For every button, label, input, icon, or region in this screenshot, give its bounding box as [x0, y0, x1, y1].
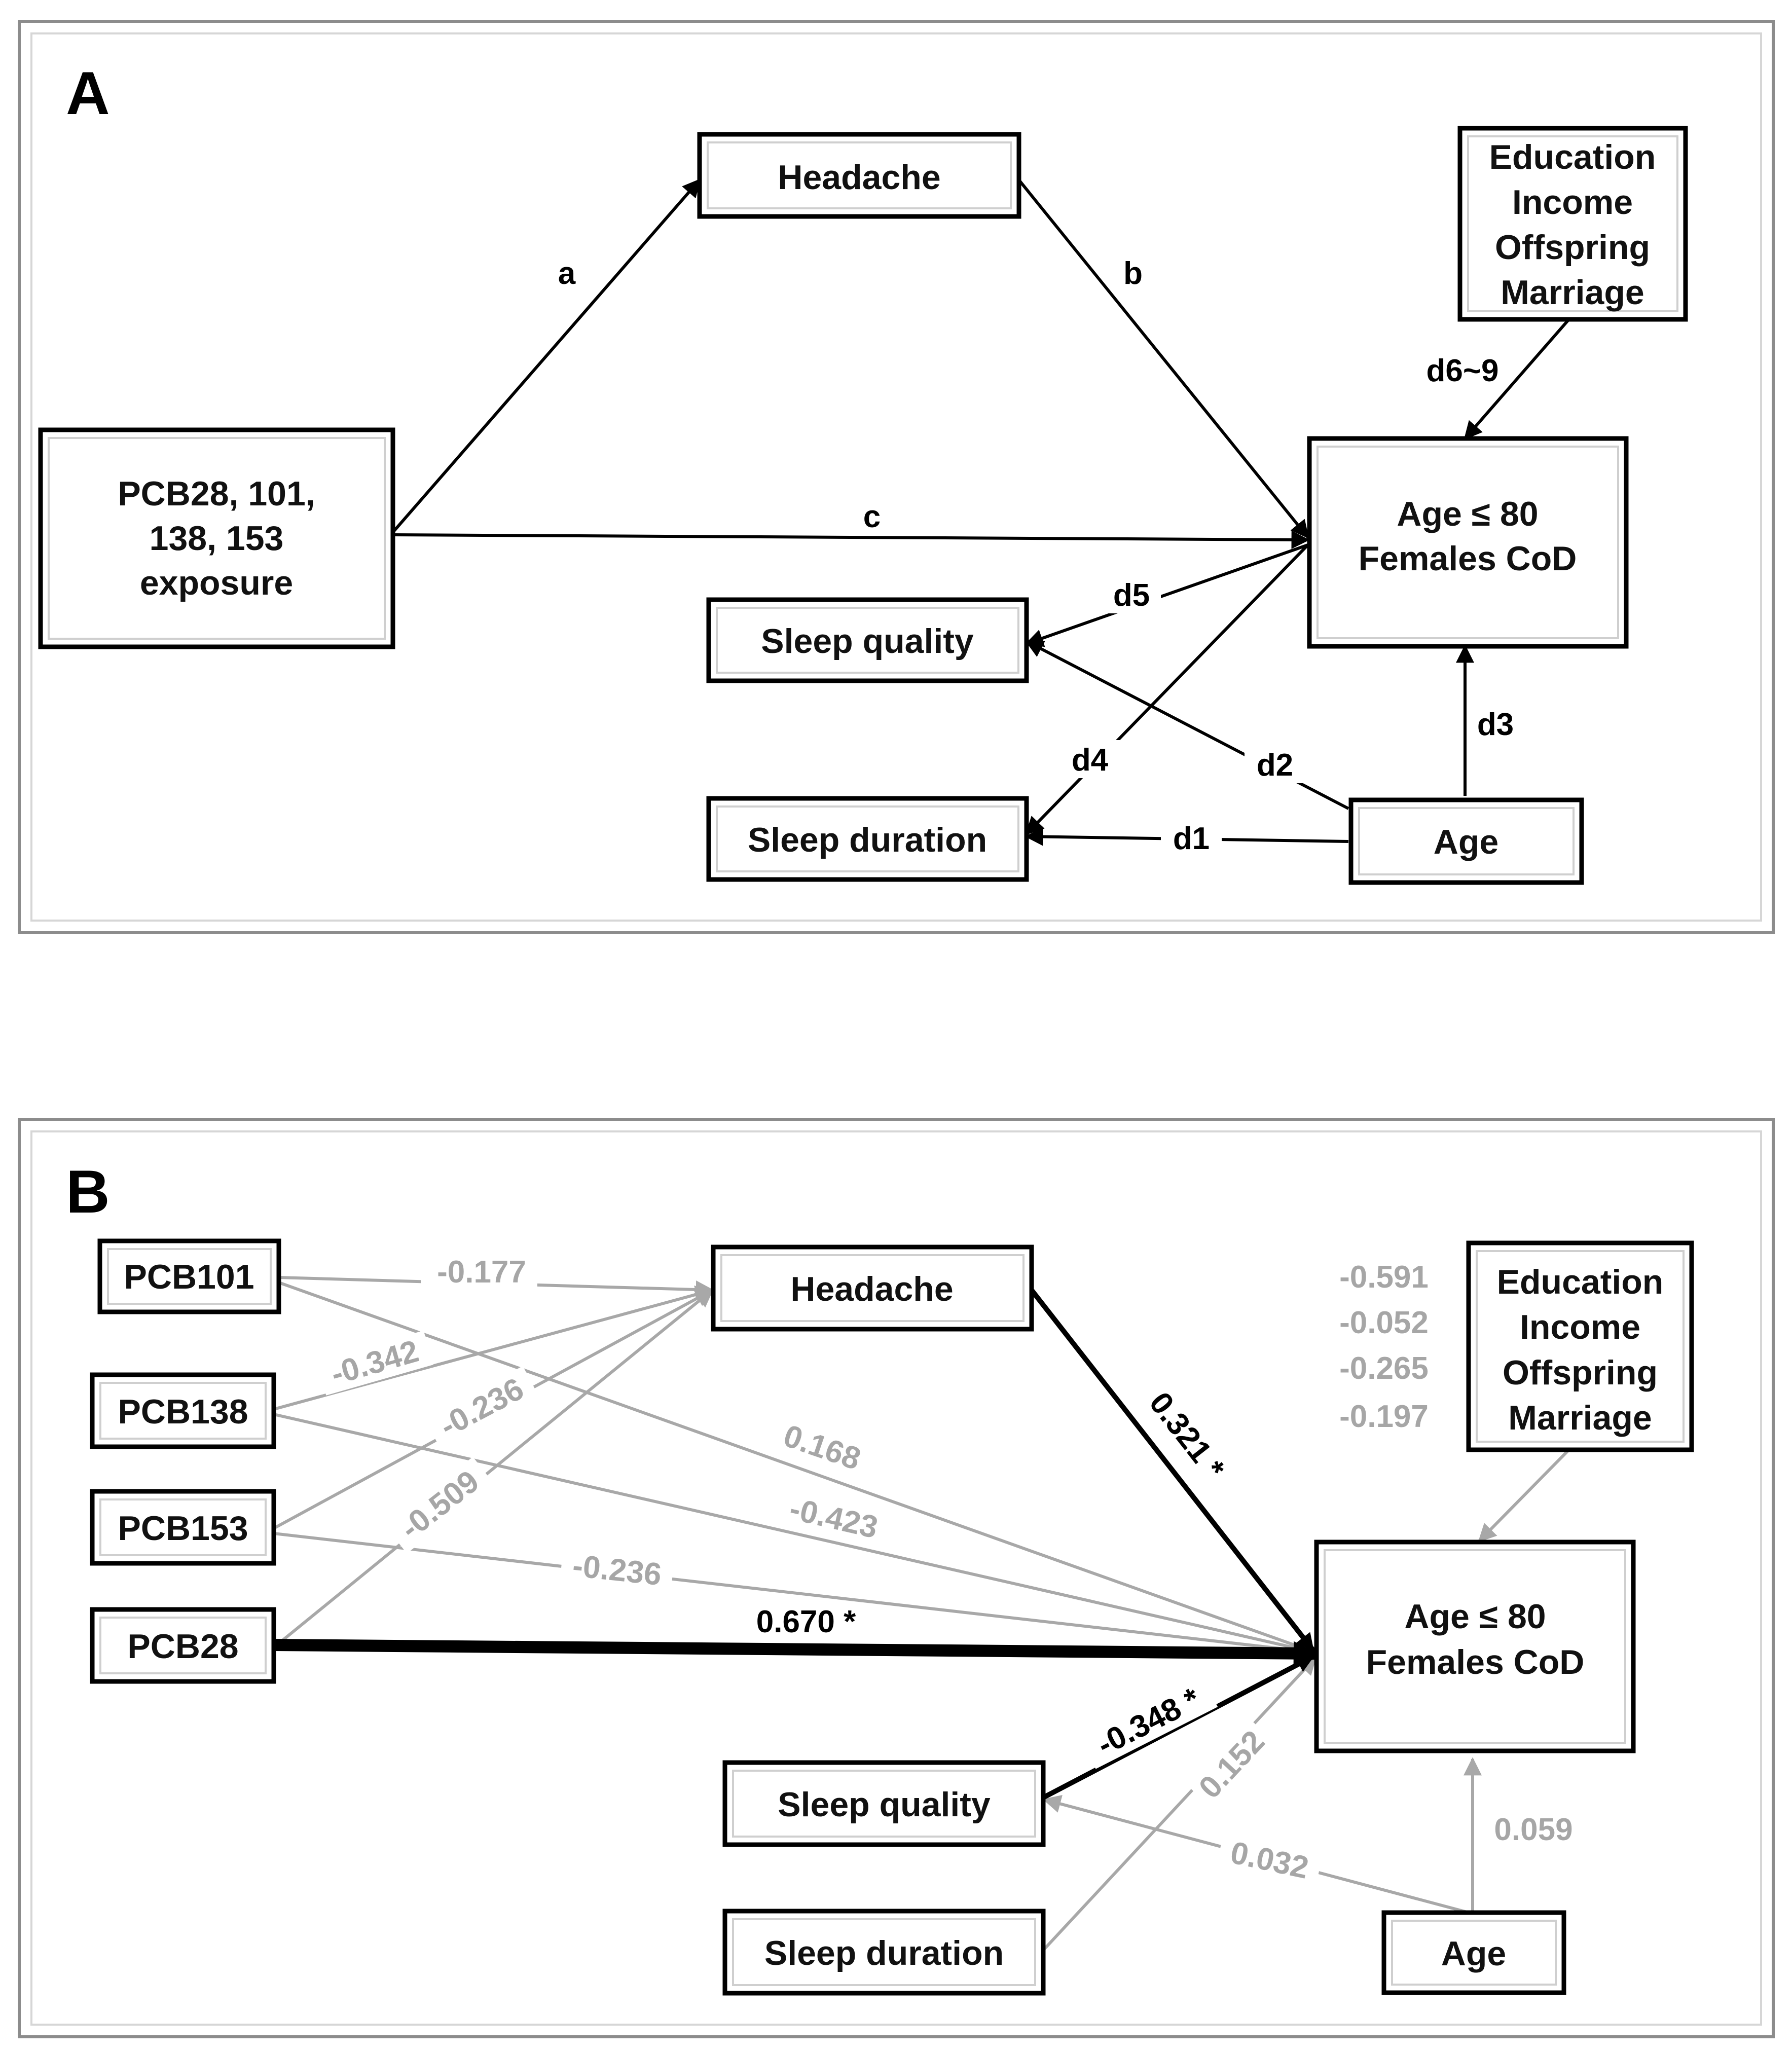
edge-label-d1: d1: [1173, 821, 1210, 856]
node-label: Education: [1489, 138, 1656, 176]
node-pcb138: PCB138: [90, 1372, 276, 1449]
coef-education: -0.591: [1339, 1260, 1429, 1295]
edge-pcb153-outcome: [273, 1532, 1318, 1660]
edge-pcb138-outcome: [273, 1413, 1318, 1658]
node-label: Age: [1441, 1934, 1506, 1973]
node-sleep-quality-b: Sleep quality: [722, 1760, 1046, 1847]
edge-d6-9: [1464, 318, 1570, 440]
edge-pcb28-outcome: [273, 1639, 1318, 1666]
panel-b-inner-frame: [30, 1130, 1762, 2026]
coef-marriage: -0.197: [1339, 1399, 1429, 1434]
node-label: Headache: [778, 158, 940, 197]
node-age-a: Age: [1348, 797, 1584, 885]
node-label: PCB101: [124, 1258, 254, 1296]
edge-pcb101-outcome: [278, 1281, 1318, 1656]
node-label: Females CoD: [1359, 539, 1577, 578]
node-label: PCB138: [118, 1393, 248, 1431]
node-label: exposure: [140, 564, 293, 602]
node-label: PCB28, 101,: [118, 474, 315, 513]
panel-b: B -0.177 -0.342 -0.236: [18, 1118, 1775, 2038]
edge-d5: [1025, 543, 1308, 647]
node-label: 138, 153: [150, 519, 284, 558]
node-label: Marriage: [1508, 1399, 1652, 1437]
edge-label-d2: d2: [1257, 748, 1293, 783]
node-label: Offspring: [1503, 1353, 1658, 1392]
edge-label-b: b: [1123, 256, 1143, 291]
coef-age-outcome: 0.059: [1494, 1812, 1572, 1847]
edge-label-d6-9: d6~9: [1426, 353, 1498, 388]
node-pcb153: PCB153: [90, 1489, 276, 1566]
edge-d4: [1025, 543, 1309, 835]
coef-offspring: -0.265: [1339, 1351, 1429, 1386]
node-label: Sleep duration: [748, 821, 987, 859]
node-label: Income: [1512, 183, 1633, 222]
node-label: Age ≤ 80: [1404, 1597, 1546, 1636]
node-label: Sleep duration: [764, 1934, 1004, 1972]
edge-label-d3: d3: [1477, 707, 1514, 742]
node-covariates-b: Education Income Offspring Marriage: [1466, 1240, 1694, 1452]
node-label: Education: [1497, 1263, 1664, 1301]
node-sleep-quality-a: Sleep quality: [706, 597, 1029, 683]
coef-pcb28-outcome: 0.670 *: [756, 1604, 856, 1639]
node-headache-a: Headache: [697, 132, 1021, 219]
node-outcome-b: Age ≤ 80 Females CoD: [1314, 1540, 1636, 1753]
edge-label-a: a: [558, 256, 576, 291]
edge-c: [392, 530, 1310, 549]
coef-pcb153-outcome-group: -0.236: [560, 1547, 675, 1594]
panel-a-inner-frame: [30, 32, 1762, 922]
node-age-b: Age: [1381, 1910, 1566, 1995]
node-headache-b: Headache: [711, 1244, 1034, 1332]
edge-covariates-outcome: [1478, 1448, 1570, 1543]
node-label: PCB153: [118, 1509, 248, 1548]
node-covariates-a: Education Income Offspring Marriage: [1457, 126, 1688, 322]
edge-label-c: c: [863, 499, 881, 534]
panel-a-letter: A: [66, 59, 110, 127]
panel-a: A a b c d6~9 d5 d3 d4 d2 d1 Headache: [18, 20, 1775, 934]
label-bg-d4: [1059, 740, 1120, 778]
node-label: Sleep quality: [778, 1785, 991, 1824]
node-label: Headache: [790, 1270, 953, 1308]
label-bg-pcb101-headache: [421, 1252, 537, 1290]
node-sleep-duration-a: Sleep duration: [706, 796, 1029, 882]
edge-headache-outcome: [1030, 1288, 1315, 1652]
node-pcb28: PCB28: [90, 1607, 276, 1684]
node-outcome-a: Age ≤ 80 Females CoD: [1307, 436, 1629, 649]
label-bg-d1: [1161, 819, 1222, 857]
coef-income: -0.052: [1339, 1305, 1429, 1340]
edge-sleep-quality-outcome: [1043, 1654, 1315, 1800]
node-label: Offspring: [1495, 228, 1650, 267]
node-label: PCB28: [127, 1627, 238, 1666]
node-label: Marriage: [1501, 273, 1644, 312]
edge-label-d5: d5: [1113, 578, 1150, 613]
edge-a: [391, 178, 701, 533]
node-label: Age ≤ 80: [1397, 495, 1538, 533]
coef-pcb101-headache: -0.177: [437, 1255, 526, 1290]
edge-b: [1017, 179, 1309, 539]
edge-label-d4: d4: [1072, 743, 1109, 778]
node-label: Income: [1520, 1308, 1640, 1346]
edge-pcb28-headache: [273, 1289, 714, 1649]
node-label: Age: [1434, 823, 1498, 861]
edge-sleep-duration-outcome: [1043, 1656, 1317, 1951]
node-label: Females CoD: [1366, 1643, 1585, 1681]
node-sleep-duration-b: Sleep duration: [722, 1909, 1046, 1996]
node-label: Sleep quality: [761, 622, 974, 661]
node-pcb101: PCB101: [97, 1238, 281, 1314]
panel-b-letter: B: [66, 1158, 110, 1226]
label-bg-d2: [1245, 745, 1305, 783]
label-bg-d5: [1100, 575, 1161, 613]
node-exposure-a: PCB28, 101, 138, 153 exposure: [38, 427, 395, 649]
